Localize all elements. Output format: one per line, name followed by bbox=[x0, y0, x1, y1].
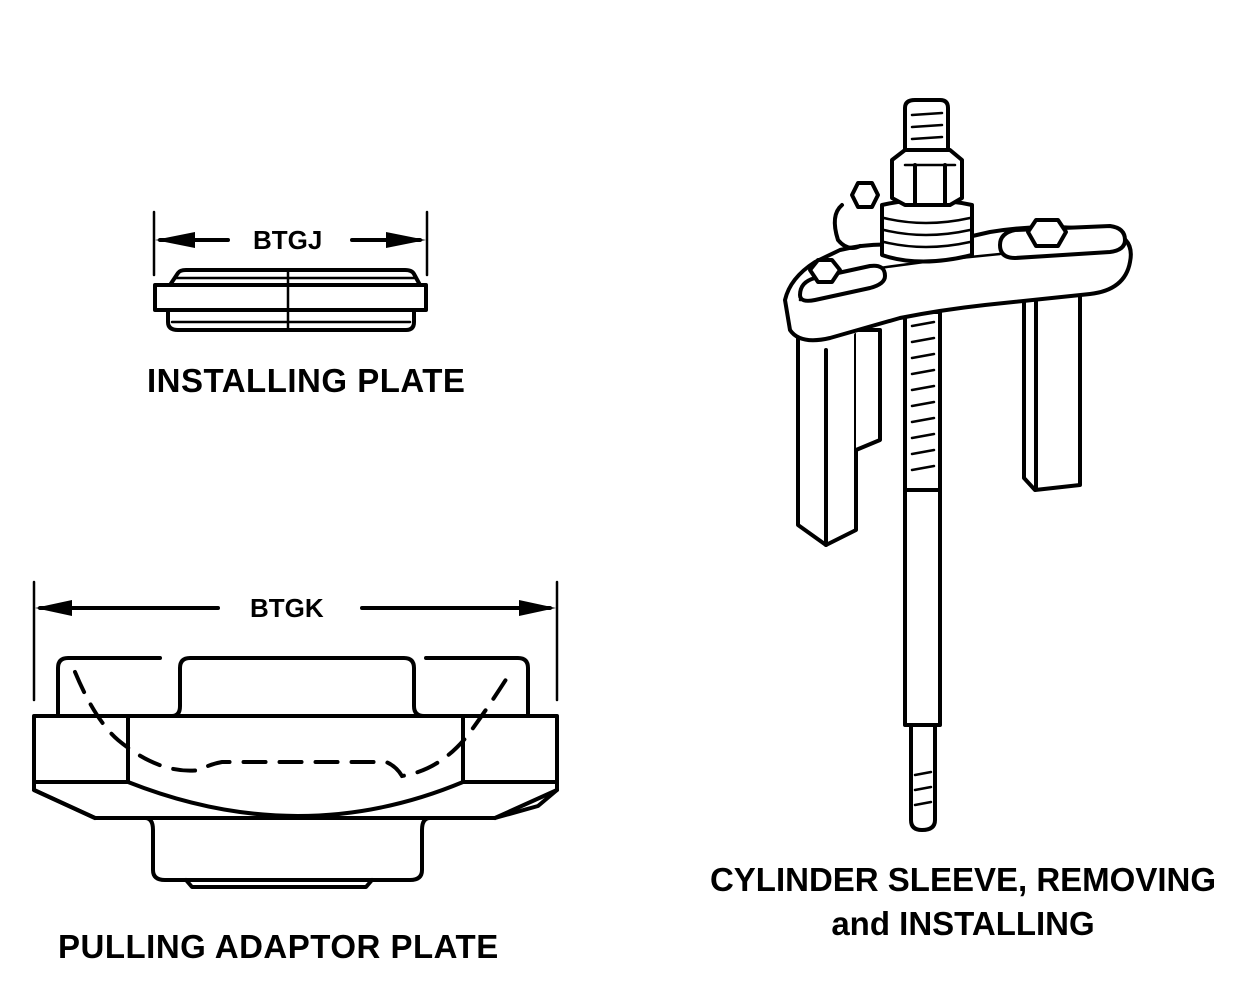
adaptor-curved-face bbox=[32, 780, 559, 818]
tool-nut-left bbox=[808, 258, 842, 284]
caption-line-2: and INSTALLING bbox=[831, 905, 1095, 942]
arrowhead-right-icon bbox=[386, 232, 426, 248]
plate-lower-boss bbox=[166, 308, 416, 332]
dimension-label-btgj: BTGJ bbox=[247, 225, 329, 256]
tool-nut-back bbox=[850, 181, 880, 209]
tool-rod-shank bbox=[903, 488, 942, 727]
tool-threaded-collar bbox=[880, 198, 974, 264]
caption-installing-plate: INSTALLING PLATE bbox=[147, 362, 466, 399]
tool-slot-left bbox=[798, 263, 887, 303]
caption-pulling-adaptor-plate: PULLING ADAPTOR PLATE bbox=[58, 928, 499, 965]
tool-leg-left-back bbox=[854, 328, 882, 452]
pulling-adaptor-plate-drawing bbox=[32, 580, 559, 889]
arrowhead-left-icon bbox=[35, 600, 72, 616]
tool-hex-nut bbox=[890, 148, 964, 207]
installing-plate-drawing bbox=[152, 210, 429, 332]
adaptor-flange bbox=[32, 714, 559, 820]
adaptor-top-block bbox=[56, 656, 530, 718]
cylinder-sleeve-tool-drawing bbox=[783, 98, 1133, 832]
adaptor-bottom-boss bbox=[143, 816, 432, 882]
caption-cylinder-sleeve-tool: CYLINDER SLEEVE, REMOVING and INSTALLING bbox=[668, 858, 1258, 946]
tool-rod-tip bbox=[909, 723, 937, 832]
plate-flange bbox=[153, 283, 428, 312]
tool-leg-right bbox=[1022, 293, 1082, 492]
tool-nut-right bbox=[1026, 218, 1068, 248]
arrowhead-left-icon bbox=[155, 232, 195, 248]
arrowhead-right-icon bbox=[519, 600, 556, 616]
caption-line-1: CYLINDER SLEEVE, REMOVING bbox=[709, 861, 1217, 898]
hidden-contour-dashed bbox=[73, 668, 514, 779]
dimension-label-btgk: BTGK bbox=[244, 593, 330, 624]
rod-thread-marks bbox=[910, 320, 936, 472]
